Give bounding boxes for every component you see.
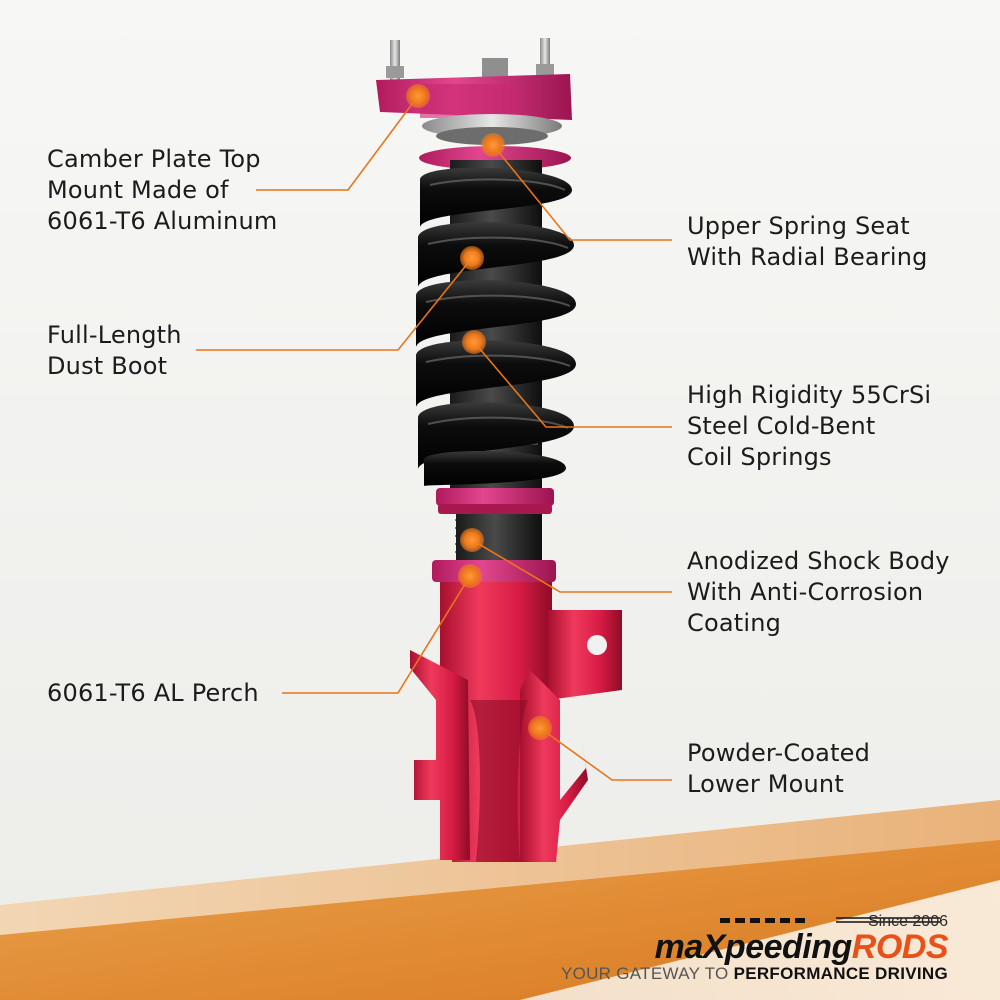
callout-lower-mount: Powder-Coated Lower Mount (687, 738, 870, 800)
bracket-hole (587, 635, 607, 655)
brand-tagline: YOUR GATEWAY TO PERFORMANCE DRIVING (561, 964, 948, 984)
logo-flag-icon (720, 917, 940, 923)
callout-dot-shock (460, 528, 484, 552)
coil-spring (416, 167, 576, 486)
callout-text-line: High Rigidity 55CrSi (687, 381, 932, 409)
callout-text-line: Upper Spring Seat (687, 212, 910, 240)
callout-coil-springs: High Rigidity 55CrSi Steel Cold-Bent Coi… (687, 380, 931, 473)
callout-camber-plate: Camber Plate Top Mount Made of 6061-T6 A… (47, 144, 277, 237)
decor-band-cream (520, 880, 1000, 1000)
center-nut (482, 58, 508, 80)
callout-text-line: Coil Springs (687, 443, 832, 471)
callout-dot-spring (462, 330, 486, 354)
callout-shock-body: Anodized Shock Body With Anti-Corrosion … (687, 546, 950, 639)
callout-text-line: Anodized Shock Body (687, 547, 950, 575)
tagline-emphasis: PERFORMANCE DRIVING (733, 964, 948, 983)
callout-text-line: Powder-Coated (687, 739, 871, 767)
callout-lines (196, 95, 672, 781)
logo-text-rods: RODS (851, 928, 949, 966)
callout-text-line: With Anti-Corrosion (687, 578, 924, 606)
logo-text-peeding: peeding (724, 928, 852, 966)
stud-right (540, 38, 550, 80)
callout-upper-spring-seat: Upper Spring Seat With Radial Bearing (687, 211, 928, 273)
callout-dot-lower (528, 716, 552, 740)
callout-dot-camber (406, 84, 430, 108)
callout-dot-perch (458, 564, 482, 588)
side-bracket (548, 610, 622, 700)
callout-text-line: Mount Made of (47, 176, 229, 204)
tagline-text: YOUR GATEWAY TO (560, 964, 734, 983)
callout-text-line: With Radial Bearing (687, 243, 928, 271)
callout-text-line: Dust Boot (47, 352, 168, 380)
callout-text-line: Lower Mount (687, 770, 844, 798)
callout-text-line: Full-Length (47, 321, 182, 349)
brand-since: Since 2006 (867, 913, 948, 930)
callout-al-perch: 6061-T6 AL Perch (47, 678, 259, 709)
callout-dot-boot (460, 246, 484, 270)
callout-text-line: Coating (687, 609, 782, 637)
callout-text-line: 6061-T6 AL Perch (47, 679, 259, 707)
callout-text-line: 6061-T6 Aluminum (47, 207, 278, 235)
lower-spring-seat (436, 488, 554, 506)
callout-text-line: Camber Plate Top (47, 145, 261, 173)
callout-dust-boot: Full-Length Dust Boot (47, 320, 182, 382)
logo-text-max: maX (654, 928, 726, 966)
callout-dots (406, 84, 552, 740)
brand-logo: maXpeedingRODS (654, 928, 949, 967)
callout-text-line: Steel Cold-Bent (687, 412, 876, 440)
lower-mount-left (410, 650, 470, 860)
stud-left (390, 40, 400, 82)
callout-dot-seat (481, 133, 505, 157)
